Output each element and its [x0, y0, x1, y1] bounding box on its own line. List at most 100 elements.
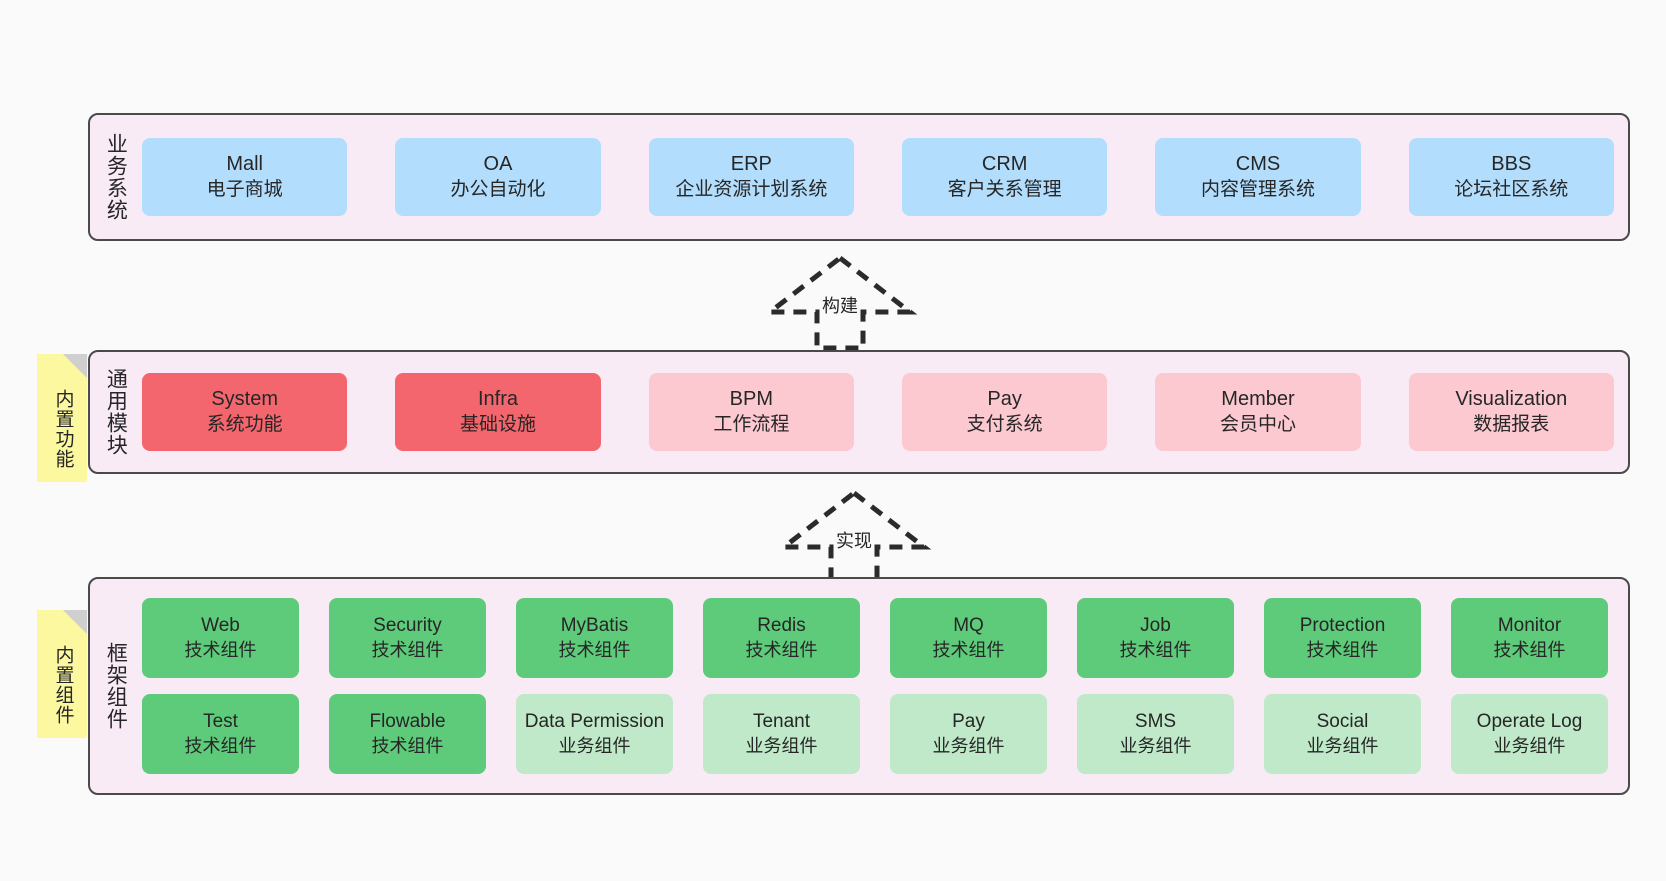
card-subtitle: 客户关系管理	[947, 178, 1062, 200]
card-subtitle: 技术组件	[1493, 639, 1566, 660]
card-subtitle: 系统功能	[206, 413, 283, 435]
note-builtin-function: 内置功能	[37, 354, 87, 482]
card-subtitle: 业务组件	[1306, 735, 1379, 756]
generalization-arrow-icon	[762, 254, 918, 351]
card-infra[interactable]: Infra 基础设施	[395, 373, 601, 451]
card-subtitle: 业务组件	[1119, 735, 1192, 756]
card-title: BPM	[729, 388, 773, 411]
card-title: MyBatis	[560, 615, 629, 637]
card-social[interactable]: Social 业务组件	[1264, 694, 1421, 774]
card-subtitle: 技术组件	[1119, 639, 1192, 660]
card-subtitle: 技术组件	[371, 639, 444, 660]
card-subtitle: 业务组件	[932, 735, 1005, 756]
generalization-arrow-icon	[776, 489, 932, 586]
card-subtitle: 数据报表	[1473, 413, 1550, 435]
card-subtitle: 技术组件	[932, 639, 1005, 660]
note-text: 内置组件	[52, 645, 74, 725]
card-subtitle: 业务组件	[1493, 735, 1566, 756]
card-subtitle: 技术组件	[184, 639, 257, 660]
card-title: Social	[1316, 711, 1369, 733]
card-title: System	[211, 388, 278, 411]
card-security[interactable]: Security 技术组件	[329, 598, 486, 678]
card-flowable[interactable]: Flowable 技术组件	[329, 694, 486, 774]
card-title: Security	[373, 615, 442, 637]
card-title: Operate Log	[1476, 711, 1583, 733]
card-tenant[interactable]: Tenant 业务组件	[703, 694, 860, 774]
card-mall[interactable]: Mall 电子商城	[142, 138, 348, 216]
layer-framework-label: 框架组件	[104, 642, 128, 730]
page-fold-icon	[63, 354, 87, 378]
modules-card-list: System 系统功能 Infra 基础设施 BPM 工作流程 Pay 支付系统…	[136, 352, 1628, 472]
card-member[interactable]: Member 会员中心	[1155, 373, 1361, 451]
card-operate-log[interactable]: Operate Log 业务组件	[1451, 694, 1608, 774]
layer-business-systems: 业务系统 Mall 电子商城 OA 办公自动化 ERP 企业资源计划系统 CRM…	[88, 113, 1630, 241]
card-title: Infra	[477, 388, 518, 411]
card-title: Member	[1221, 388, 1295, 411]
card-title: Protection	[1299, 615, 1386, 637]
note-builtin-component: 内置组件	[37, 610, 87, 738]
card-web[interactable]: Web 技术组件	[142, 598, 299, 678]
card-visualization[interactable]: Visualization 数据报表	[1408, 373, 1614, 451]
card-title: Mall	[226, 153, 263, 176]
card-subtitle: 技术组件	[745, 639, 818, 660]
card-title: SMS	[1134, 711, 1177, 733]
card-subtitle: 支付系统	[966, 413, 1043, 435]
card-subtitle: 技术组件	[184, 735, 257, 756]
card-subtitle: 技术组件	[371, 735, 444, 756]
card-redis[interactable]: Redis 技术组件	[703, 598, 860, 678]
card-subtitle: 论坛社区系统	[1454, 178, 1569, 200]
arrow-build: 构建	[760, 254, 920, 351]
card-title: Monitor	[1497, 615, 1562, 637]
arrow-implement: 实现	[774, 489, 934, 586]
card-title: Web	[201, 615, 240, 637]
card-erp[interactable]: ERP 企业资源计划系统	[648, 138, 854, 216]
card-pay-business[interactable]: Pay 业务组件	[890, 694, 1047, 774]
card-data-permission[interactable]: Data Permission 业务组件	[516, 694, 673, 774]
card-mybatis[interactable]: MyBatis 技术组件	[516, 598, 673, 678]
card-bpm[interactable]: BPM 工作流程	[648, 373, 854, 451]
card-title: Job	[1140, 615, 1171, 637]
card-subtitle: 办公自动化	[450, 178, 546, 200]
framework-row-technical: Web 技术组件 Security 技术组件 MyBatis 技术组件 Redi…	[142, 598, 1608, 678]
card-subtitle: 工作流程	[713, 413, 790, 435]
card-crm[interactable]: CRM 客户关系管理	[901, 138, 1108, 216]
card-subtitle: 业务组件	[558, 735, 631, 756]
card-title: BBS	[1491, 153, 1532, 176]
card-title: Pay	[987, 388, 1022, 411]
card-title: Flowable	[369, 711, 446, 733]
card-subtitle: 技术组件	[558, 639, 631, 660]
layer-business-label: 业务系统	[104, 133, 128, 221]
layer-common-modules: 通用模块 System 系统功能 Infra 基础设施 BPM 工作流程 Pay…	[88, 350, 1630, 474]
card-test[interactable]: Test 技术组件	[142, 694, 299, 774]
card-protection[interactable]: Protection 技术组件	[1264, 598, 1421, 678]
card-title: Data Permission	[524, 711, 665, 733]
card-monitor[interactable]: Monitor 技术组件	[1451, 598, 1608, 678]
page-fold-icon	[63, 610, 87, 634]
card-pay[interactable]: Pay 支付系统	[901, 373, 1108, 451]
card-subtitle: 企业资源计划系统	[675, 178, 828, 200]
card-mq[interactable]: MQ 技术组件	[890, 598, 1047, 678]
card-title: Visualization	[1455, 388, 1568, 411]
card-cms[interactable]: CMS 内容管理系统	[1155, 138, 1361, 216]
card-title: Tenant	[752, 711, 811, 733]
card-title: ERP	[730, 153, 772, 176]
note-text: 内置功能	[52, 389, 74, 469]
card-bbs[interactable]: BBS 论坛社区系统	[1408, 138, 1614, 216]
card-subtitle: 基础设施	[459, 413, 536, 435]
card-subtitle: 业务组件	[745, 735, 818, 756]
card-subtitle: 电子商城	[206, 178, 283, 200]
business-card-list: Mall 电子商城 OA 办公自动化 ERP 企业资源计划系统 CRM 客户关系…	[136, 115, 1628, 239]
card-subtitle: 技术组件	[1306, 639, 1379, 660]
card-job[interactable]: Job 技术组件	[1077, 598, 1234, 678]
card-subtitle: 会员中心	[1219, 413, 1296, 435]
card-title: OA	[483, 153, 513, 176]
card-oa[interactable]: OA 办公自动化	[395, 138, 601, 216]
framework-row-business: Test 技术组件 Flowable 技术组件 Data Permission …	[142, 694, 1608, 774]
card-title: CRM	[981, 153, 1028, 176]
layer-modules-label: 通用模块	[104, 368, 128, 456]
card-sms[interactable]: SMS 业务组件	[1077, 694, 1234, 774]
card-subtitle: 内容管理系统	[1200, 178, 1315, 200]
card-system[interactable]: System 系统功能	[142, 373, 348, 451]
layer-framework-components: 框架组件 Web 技术组件 Security 技术组件 MyBatis 技术组件…	[88, 577, 1630, 795]
card-title: CMS	[1235, 153, 1281, 176]
